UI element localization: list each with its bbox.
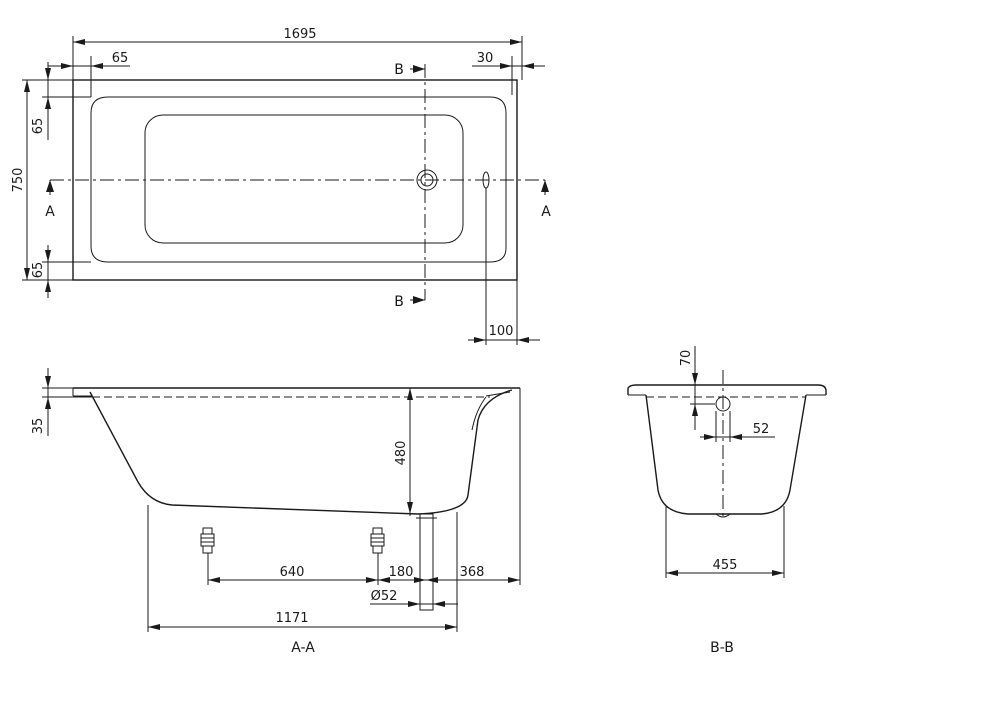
section-a-label-left: A [45,204,55,220]
plan-floor [144,114,464,244]
waste-outlet-icon [416,169,438,191]
section-a-label-right: A [541,204,551,220]
section-a-view: 35 480 640 180 368 Ø52 1171 A-A [31,368,521,656]
section-b-view: 70 52 455 B-B [627,346,827,656]
dim-rim-height: 35 [31,418,46,435]
dim-waste-to-end: 368 [460,565,485,580]
dim-rim-top: 65 [31,118,46,135]
dim-foot-to-waste: 180 [389,565,414,580]
foot-right-icon [370,527,385,554]
dim-rim-offset: 70 [679,350,694,367]
section-b-rim [627,384,827,395]
section-b-caption: B-B [710,640,734,656]
dim-waste-diameter: Ø52 [371,589,398,604]
dim-waste-offset: 100 [489,324,514,339]
section-b-body [645,394,807,515]
section-b-label-bottom: B [394,294,404,310]
section-a-caption: A-A [291,640,315,656]
dim-waste-width: 52 [753,422,770,437]
section-a-body [89,389,513,515]
plan-outer-rim [72,79,518,281]
dim-rim-bottom: 65 [31,262,46,279]
dim-rim-right: 30 [477,51,494,66]
plan-inner-basin [90,96,507,263]
foot-left-icon [200,527,215,554]
dim-overall-length: 1695 [283,27,316,42]
plan-view: 1695 65 30 750 65 65 [11,27,551,345]
dim-depth: 480 [394,441,409,466]
dim-base-width: 455 [713,558,738,573]
dim-base-length: 1171 [275,611,308,626]
dim-foot-spacing: 640 [280,565,305,580]
dim-rim-left: 65 [112,51,129,66]
section-b-label-top: B [394,62,404,78]
waste-pipe [419,513,434,611]
dim-overall-width: 750 [11,168,26,193]
